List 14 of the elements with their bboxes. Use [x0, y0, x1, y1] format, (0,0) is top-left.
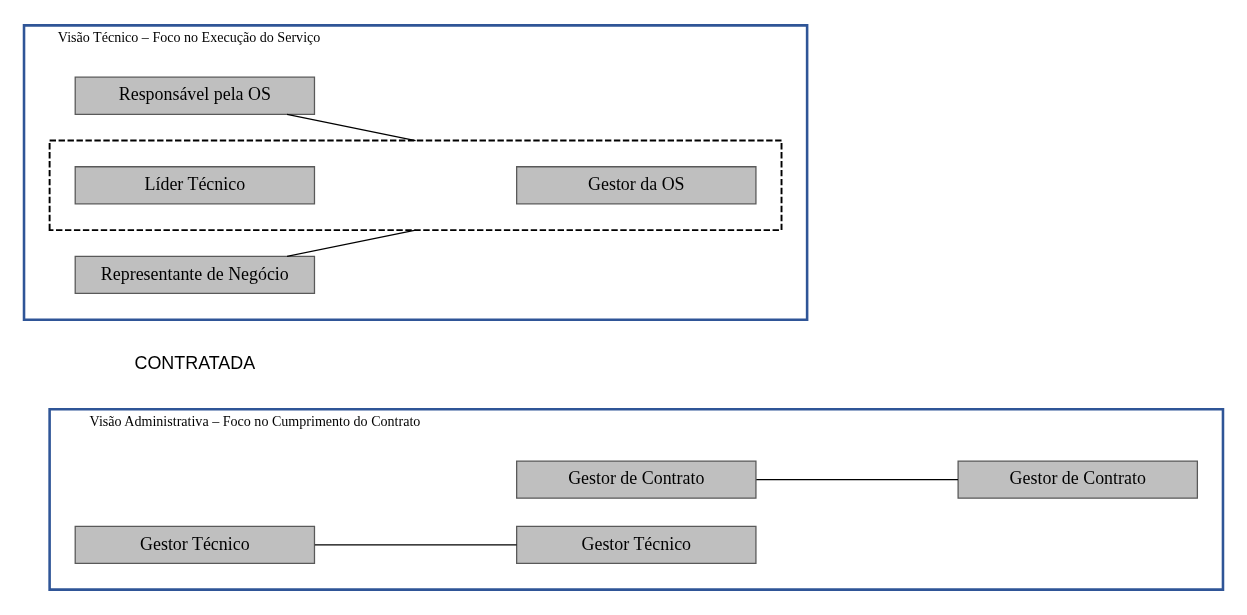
- connector: [286, 113, 417, 142]
- node-box: Responsável pela OS: [74, 76, 316, 115]
- node-box: Gestor de Contrato: [957, 460, 1199, 499]
- label: CONTRATADA: [134, 353, 256, 374]
- node-box: Gestor Técnico: [516, 525, 757, 565]
- node-box: Representante de Negócio: [74, 255, 316, 295]
- node-box: Gestor Técnico: [74, 525, 316, 565]
- node-box: Gestor de Contrato: [516, 460, 757, 499]
- connector: [314, 544, 518, 546]
- connector: [755, 478, 959, 481]
- cluster: [48, 139, 783, 232]
- connector: [286, 229, 417, 257]
- node-box: Gestor da OS: [516, 166, 757, 205]
- node-box: Líder Técnico: [74, 166, 316, 205]
